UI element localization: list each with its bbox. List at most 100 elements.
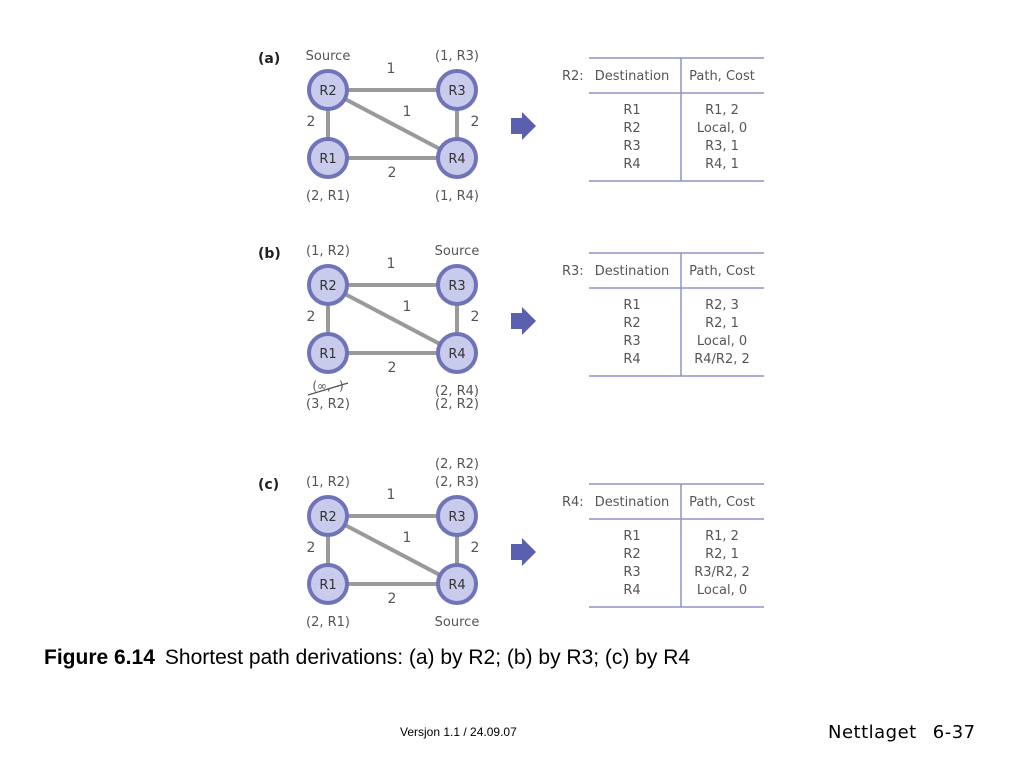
edge-cost-label: 2 [471,309,480,325]
table-cell-destination: R2 [623,121,640,136]
table-cell-destination: R2 [623,316,640,331]
node-label-r2: Source [306,49,351,64]
router-node-label: R1 [319,578,336,593]
table-cell-destination: R4 [623,352,640,367]
edge-cost-label: 1 [387,256,396,272]
panel-label: (a) [258,51,280,67]
router-node-label: R4 [448,347,465,362]
table-header-destination: Destination [595,264,670,279]
edge-cost-label: 1 [387,61,396,77]
slide-number: Nettlaget 6-37 [828,722,976,743]
edge-cost-label: 1 [403,299,412,315]
router-node-label: R3 [448,510,465,525]
edge-cost-label: 2 [307,114,316,130]
node-label-r4: (1, R4) [435,189,479,204]
edge-cost-label: 2 [388,360,397,376]
router-node-r1 [307,137,349,179]
router-node-r3 [436,495,478,537]
table-cell-path-cost: R4/R2, 2 [694,352,750,367]
table-cell-path-cost: R2, 1 [705,547,739,562]
router-node-label: R1 [319,347,336,362]
router-node-label: R3 [448,279,465,294]
table-cell-destination: R3 [623,565,640,580]
table-cell-destination: R1 [623,529,640,544]
edge-cost-label: 2 [307,540,316,556]
router-node-label: R4 [448,152,465,167]
panel-label: (b) [258,246,281,262]
edge-cost-label: 1 [403,530,412,546]
router-node-label: R3 [448,84,465,99]
table-cell-path-cost: R3/R2, 2 [694,565,750,580]
figure-caption-text: Shortest path derivations: (a) by R2; (b… [164,646,691,669]
table-cell-path-cost: R2, 3 [705,298,739,313]
node-label-r1-crossed: (∞, -) [312,379,343,393]
table-cell-path-cost: Local, 0 [697,121,747,136]
version-footer: Versjon 1.1 / 24.09.07 [400,725,517,739]
node-label-r3: (1, R3) [435,49,479,64]
arrow-icon [511,307,536,335]
router-node-r4 [436,137,478,179]
table-router-label: R3: [562,264,584,279]
node-label-r3: (2, R3) [435,475,479,490]
course-name: Nettlaget [828,722,917,743]
node-label-r4-extra: (2, R2) [435,397,479,412]
router-node-r2 [307,69,349,111]
router-node-r3 [436,69,478,111]
table-cell-destination: R2 [623,547,640,562]
router-node-r1 [307,563,349,605]
arrow-icon [511,112,536,140]
node-label-r1: (2, R1) [306,615,350,630]
node-label-r4: (2, R4) [435,384,479,399]
edge-cost-label: 2 [388,591,397,607]
router-node-label: R2 [319,510,336,525]
router-node-label: R1 [319,152,336,167]
page-number: 6-37 [932,722,976,743]
node-label-r1: (2, R1) [306,189,350,204]
table-cell-path-cost: R1, 2 [705,103,739,118]
table-cell-destination: R1 [623,298,640,313]
router-node-label: R2 [319,84,336,99]
router-node-r4 [436,563,478,605]
table-cell-path-cost: R2, 1 [705,316,739,331]
table-cell-destination: R3 [623,139,640,154]
router-node-r4 [436,332,478,374]
edge-cost-label: 2 [471,540,480,556]
router-node-label: R4 [448,578,465,593]
table-cell-destination: R4 [623,583,640,598]
table-router-label: R2: [562,69,584,84]
table-header-path-cost: Path, Cost [689,264,755,279]
node-label-r2: (1, R2) [306,475,350,490]
node-label-r3: Source [435,244,480,259]
node-label-r2: (1, R2) [306,244,350,259]
table-cell-path-cost: R1, 2 [705,529,739,544]
router-node-label: R2 [319,279,336,294]
table-header-path-cost: Path, Cost [689,495,755,510]
router-node-r2 [307,264,349,306]
edge-cost-label: 1 [403,104,412,120]
router-node-r1 [307,332,349,374]
node-label-r3-extra: (2, R2) [435,457,479,472]
table-cell-path-cost: Local, 0 [697,583,747,598]
router-node-r3 [436,264,478,306]
table-header-destination: Destination [595,495,670,510]
table-cell-destination: R1 [623,103,640,118]
table-router-label: R4: [562,495,584,510]
node-label-r4: Source [435,615,480,630]
table-cell-path-cost: Local, 0 [697,334,747,349]
edge-r2-r4 [327,88,458,160]
edge-cost-label: 2 [471,114,480,130]
strikethrough-line [307,382,349,396]
table-header-path-cost: Path, Cost [689,69,755,84]
figure-number: Figure 6.14 [44,646,155,669]
router-node-r2 [307,495,349,537]
edge-cost-label: 1 [387,487,396,503]
edge-r2-r4 [327,514,458,586]
edge-cost-label: 2 [388,165,397,181]
table-header-destination: Destination [595,69,670,84]
table-cell-destination: R4 [623,157,640,172]
table-cell-path-cost: R4, 1 [705,157,739,172]
